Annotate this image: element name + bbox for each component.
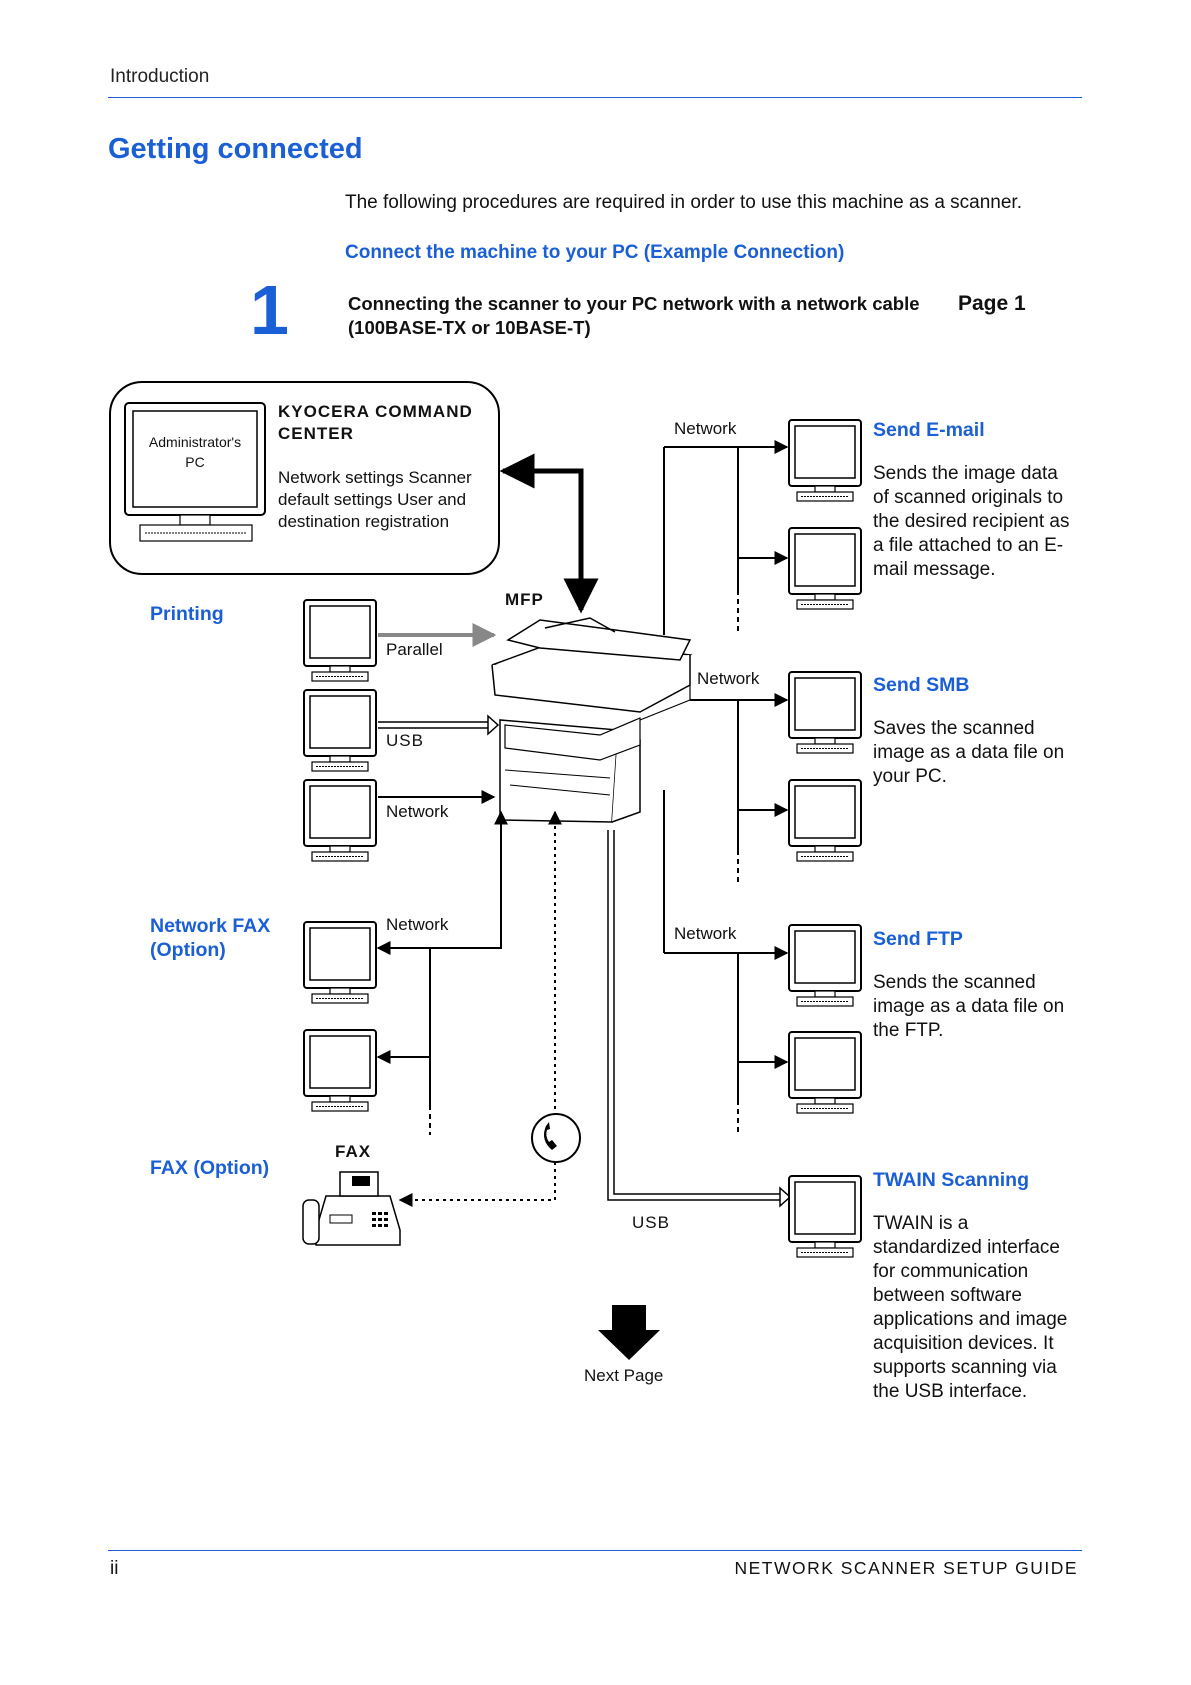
step-page-ref[interactable]: Page 1 xyxy=(958,292,1026,315)
network-fax-label: Network xyxy=(386,915,449,934)
mfp-icon xyxy=(491,617,693,823)
network-fax-heading: Network FAX (Option) xyxy=(150,915,271,961)
usb-twain-label: USB xyxy=(632,1213,670,1232)
admin-description: Network settings Scanner default setting… xyxy=(278,468,472,531)
function-twain: TWAIN Scanning TWAIN is a standardized i… xyxy=(873,1169,1073,1404)
ftp-pc-2 xyxy=(788,1031,862,1114)
send-ftp-description: Sends the scanned image as a data file o… xyxy=(873,972,1065,1041)
email-pc-2 xyxy=(788,527,862,610)
send-ftp-title: Send FTP xyxy=(873,928,963,950)
netfax-pc-1 xyxy=(303,921,377,1004)
phone-icon xyxy=(531,1113,581,1163)
smb-pc-1 xyxy=(788,671,862,754)
printing-heading: Printing xyxy=(150,603,224,625)
ftp-pc-1 xyxy=(788,924,862,1007)
subheading: Connect the machine to your PC (Example … xyxy=(345,242,845,263)
next-page-icon xyxy=(598,1305,660,1360)
network-email-label: Network xyxy=(674,419,737,438)
footer-guide-title: NETWORK SCANNER SETUP GUIDE xyxy=(734,1558,1078,1578)
twain-title: TWAIN Scanning xyxy=(873,1169,1029,1191)
footer-rule xyxy=(108,1550,1082,1551)
admin-mfp-arrow xyxy=(499,453,599,614)
printing-pc-3 xyxy=(303,779,377,862)
admin-pc-icon xyxy=(124,402,266,542)
page-title: Getting connected xyxy=(108,133,363,165)
admin-title-line2: CENTER xyxy=(278,424,354,443)
admin-title: KYOCERA COMMAND CENTER xyxy=(278,401,473,445)
admin-pc-label-line2: PC xyxy=(185,454,205,470)
send-smb-description: Saves the scanned image as a data file o… xyxy=(873,718,1065,787)
intro-text: The following procedures are required in… xyxy=(345,192,1022,213)
function-send-ftp: Send FTP Sends the scanned image as a da… xyxy=(873,928,1073,1043)
function-send-smb: Send SMB Saves the scanned image as a da… xyxy=(873,674,1073,789)
network-smb-label: Network xyxy=(697,669,760,688)
next-page-label[interactable]: Next Page xyxy=(584,1366,664,1385)
header-rule xyxy=(108,97,1082,98)
printing-pc-1 xyxy=(303,599,377,682)
usb-label: USB xyxy=(386,731,424,750)
footer-page-number: ii xyxy=(110,1558,119,1579)
running-header: Introduction xyxy=(110,66,210,87)
twain-usb-link xyxy=(607,830,792,1208)
usb-arrow xyxy=(378,714,500,736)
send-email-title: Send E-mail xyxy=(873,419,985,441)
netfax-pc-2 xyxy=(303,1029,377,1112)
fax-line xyxy=(398,810,562,1207)
parallel-label: Parallel xyxy=(386,640,443,659)
twain-description: TWAIN is a standardized interface for co… xyxy=(873,1213,1068,1402)
twain-pc xyxy=(788,1175,862,1258)
email-pc-1 xyxy=(788,419,862,502)
send-smb-title: Send SMB xyxy=(873,674,970,696)
admin-pc-label-line1: Administrator's xyxy=(148,434,242,450)
network-print-label: Network xyxy=(386,802,449,821)
fax-icon xyxy=(302,1171,401,1246)
network-ftp-label: Network xyxy=(674,924,737,943)
fax-device-label: FAX xyxy=(335,1142,372,1161)
printing-pc-2 xyxy=(303,689,377,772)
smb-pc-2 xyxy=(788,779,862,862)
send-email-description: Sends the image data of scanned original… xyxy=(873,463,1070,580)
admin-title-line1: KYOCERA COMMAND xyxy=(278,402,473,421)
admin-pc-label: Administrator's PC xyxy=(136,432,254,472)
mfp-label: MFP xyxy=(505,590,544,609)
step-number: 1 xyxy=(250,271,289,349)
step-text: Connecting the scanner to your PC networ… xyxy=(348,293,920,338)
function-send-email: Send E-mail Sends the image data of scan… xyxy=(873,419,1073,582)
fax-heading: FAX (Option) xyxy=(150,1157,270,1179)
